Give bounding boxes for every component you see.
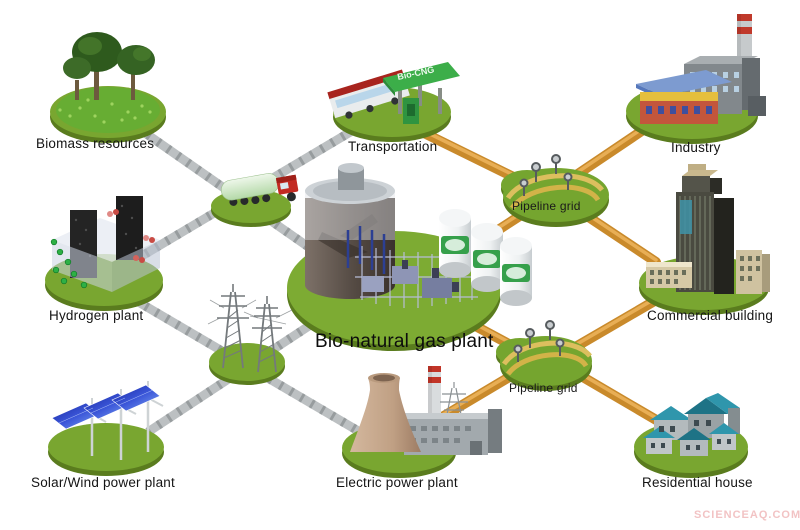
- node-residential: [634, 393, 748, 478]
- node-pipeline-grid-bottom: [496, 320, 592, 391]
- label-biomass: Biomass resources: [36, 136, 155, 151]
- node-electric: [342, 366, 502, 478]
- digester-tank: [305, 163, 395, 299]
- label-industry: Industry: [671, 140, 721, 155]
- grid-pipes: [505, 173, 604, 210]
- label-solar-wind: Solar/Wind power plant: [31, 475, 175, 490]
- valves: [519, 154, 573, 196]
- node-solar-wind: [48, 381, 164, 476]
- label-pipeline-grid-top: Pipeline grid: [512, 199, 581, 213]
- label-gas-plant: Bio-natural gas plant: [315, 331, 494, 352]
- grid-pipes: [501, 340, 592, 376]
- node-industry: [626, 14, 766, 144]
- houses: [643, 393, 740, 456]
- solar-panels: [51, 384, 161, 430]
- storage-tanks: [439, 209, 532, 306]
- label-transportation: Transportation: [348, 139, 438, 154]
- node-commercial: [639, 164, 770, 315]
- transmission-tower: [207, 284, 287, 369]
- valves: [513, 320, 565, 362]
- power-building: [404, 409, 502, 455]
- grass-texture: [58, 98, 152, 124]
- hydrogen-molecules-green: [50, 238, 88, 289]
- power-chimney: [428, 366, 441, 424]
- node-gas-plant: [287, 163, 532, 351]
- node-truck-transfer: [211, 173, 299, 227]
- industry-yellow-building: [636, 70, 732, 124]
- transmission-tower: [243, 296, 293, 373]
- label-commercial: Commercial building: [647, 308, 774, 323]
- node-transportation: Bio-CNG: [327, 62, 460, 142]
- tower-annex: [646, 250, 770, 294]
- cng-station: Bio-CNG: [383, 62, 460, 124]
- label-hydrogen: Hydrogen plant: [49, 308, 144, 323]
- label-electric: Electric power plant: [336, 475, 458, 490]
- molecules-red: [107, 209, 155, 263]
- process-plant: [346, 226, 480, 308]
- label-residential: Residential house: [642, 475, 753, 490]
- tanker-truck: [221, 173, 299, 206]
- node-pipeline-grid-top: [501, 154, 609, 227]
- watermark-text: SCIENCEAQ.COM: [694, 509, 800, 521]
- label-pipeline-grid-bottom: Pipeline grid: [509, 381, 578, 395]
- node-biomass: [50, 32, 166, 143]
- node-power-towers: [207, 284, 293, 385]
- node-hydrogen: [45, 196, 163, 311]
- trees: [63, 32, 155, 100]
- cooling-tower: [350, 373, 421, 452]
